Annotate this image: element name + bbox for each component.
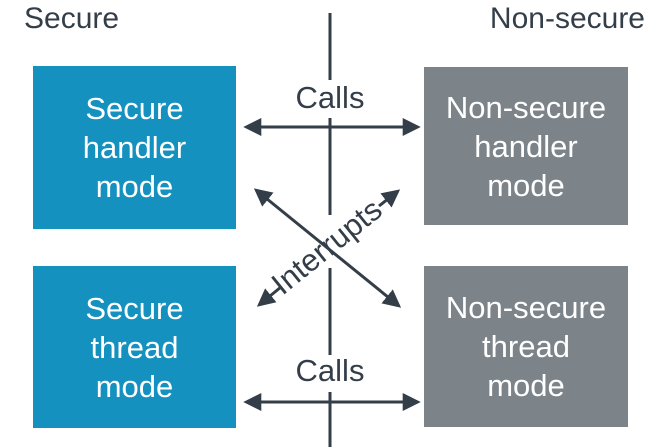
secure-thread-mode-box: Secure thread mode <box>33 266 236 428</box>
interrupts-arrow-secure-handler <box>253 188 402 308</box>
non-secure-handler-mode-box: Non-secure handler mode <box>424 67 628 225</box>
non-secure-thread-mode-box: Non-secure thread mode <box>424 266 628 427</box>
secure-handler-mode-box: Secure handler mode <box>33 66 236 229</box>
non-secure-world-heading: Non-secure <box>489 2 645 35</box>
secure-world-heading: Secure <box>24 2 120 35</box>
calls-label-handler: Calls <box>295 80 365 115</box>
interrupts-arrow-secure-thread <box>256 189 401 307</box>
calls-label-thread: Calls <box>295 353 365 388</box>
